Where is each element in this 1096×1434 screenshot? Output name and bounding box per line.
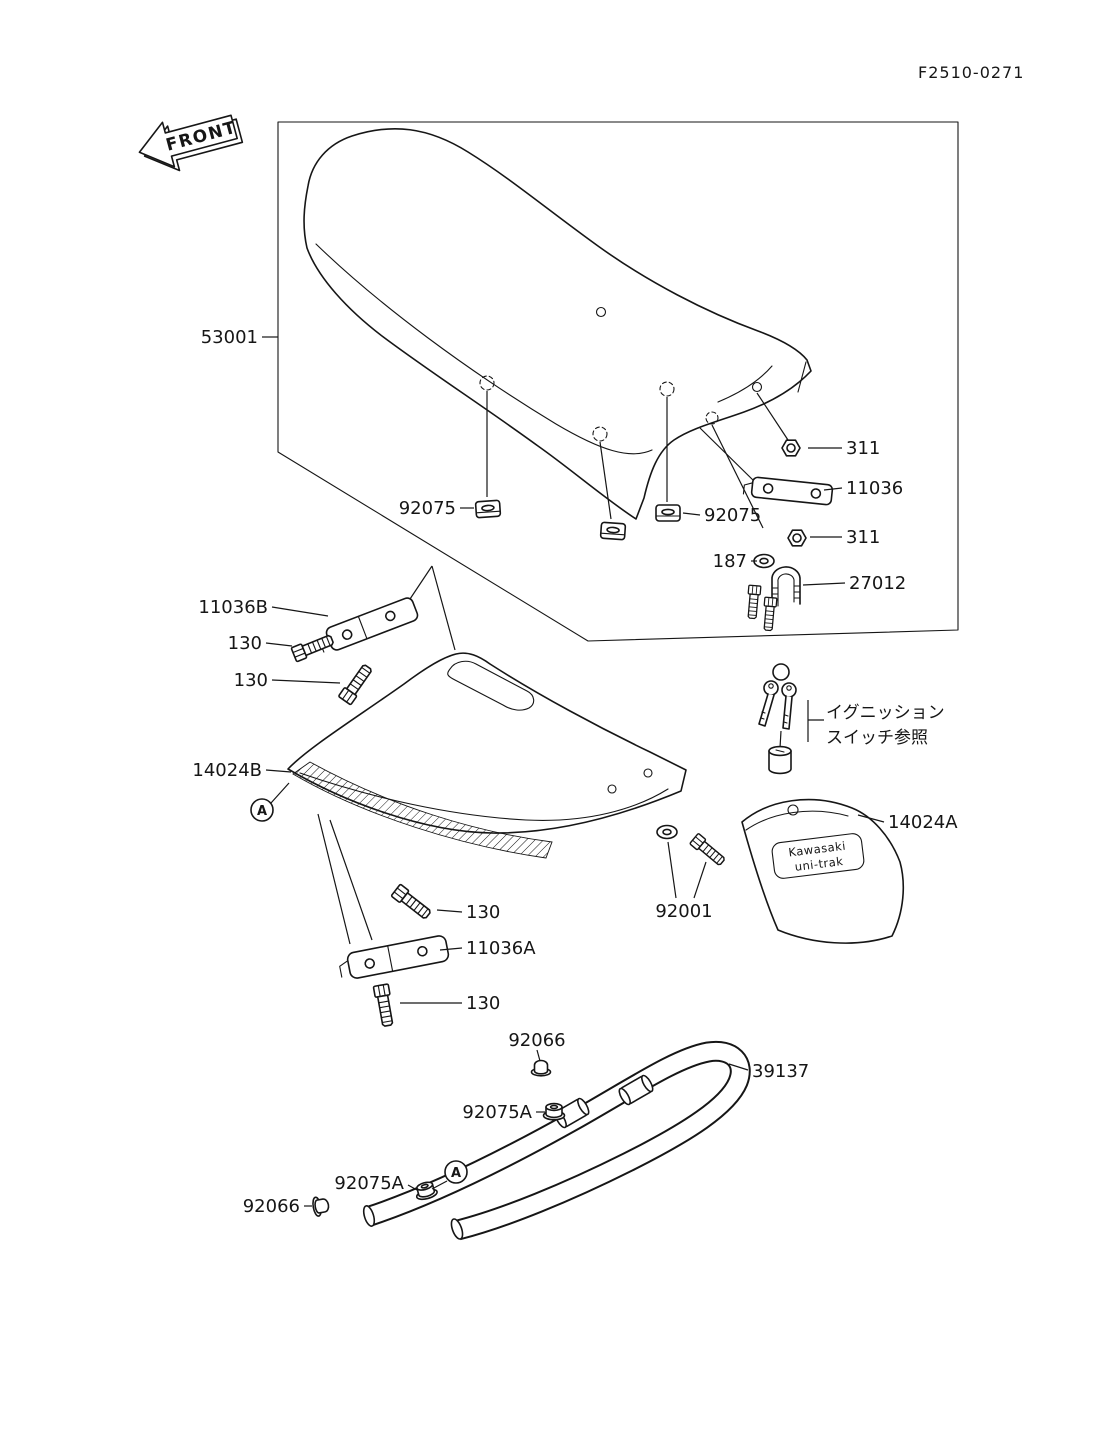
seat-illustration [303,128,812,520]
leader-ignition-note [807,700,824,742]
leader-keys-barrel [779,730,782,749]
cap-lower [310,1194,331,1218]
marker-a-upper: A [250,798,274,822]
leader-bracket-lower [317,813,373,945]
side-cover [287,652,687,859]
bolt-upper-a [290,631,336,663]
leader-damper-mid [599,441,612,520]
leader-marker-a-upper [270,782,290,804]
callout-cap-lower: 92066 [243,1196,300,1217]
ignition-keys [758,663,797,730]
ignition-note-line1: イグニッション [826,703,945,723]
nut-upper [781,439,801,457]
bolt-lower-a [390,883,434,922]
leader-cover-bolt [667,841,707,899]
callout-damper-rear: 92075 [704,505,761,526]
callout-bolt-upper-b: 130 [234,670,268,691]
marker-a-upper-label: A [257,804,267,819]
callout-center-cover: 14024A [888,812,958,833]
leader-grab-rail-label [728,1063,749,1071]
center-cover: Kawasaki uni-trak [741,798,905,944]
marker-a-lower-label: A [451,1166,461,1181]
stack-bolt-b [761,596,778,632]
seat-boundary-box [277,121,959,642]
callout-bracket-lower: 11036A [466,938,536,959]
leader-bolt-upper-b-label [271,679,341,684]
figure-number: F2510-0271 [918,63,1024,82]
leader-bracket-lower-label [439,947,463,951]
callout-cover-bolt: 92001 [655,901,712,922]
leader-hook-label [802,582,846,586]
leader-cap-upper-label [536,1049,541,1062]
callout-locknut-upper: 92075A [462,1102,532,1123]
kawasaki-badge: Kawasaki uni-trak [771,833,865,879]
damper-front [474,499,502,519]
callout-locknut-lower: 92075A [334,1173,404,1194]
stack-bolt-a [745,584,762,620]
callout-seat: 53001 [201,327,258,348]
marker-a-lower: A [444,1160,468,1184]
leader-locknut-lower-label [407,1184,418,1191]
badge-line1: Kawasaki [788,839,847,860]
front-arrow: FRONT [138,114,244,172]
ignition-barrel [768,745,792,775]
leader-seat-bracket-label [823,487,843,491]
callout-cap-upper: 92066 [508,1030,565,1051]
callout-bracket-upper: 11036B [198,597,268,618]
leader-bracket-upper-label [271,606,329,617]
cap-upper [530,1059,552,1077]
nut-lower [787,529,807,547]
callout-bolt-lower-b: 130 [466,993,500,1014]
ignition-note-line2: スイッチ参照 [826,728,928,748]
callout-hook: 27012 [849,573,906,594]
callout-washer: 187 [713,551,747,572]
leader-center-cover-label [857,814,885,823]
bracket-lower [339,935,450,979]
callout-damper-front: 92075 [399,498,456,519]
bolt-upper-b [337,661,376,706]
leader-damper-rear-label [682,512,701,516]
callout-grab-rail: 39137 [752,1061,809,1082]
leader-bolt-lower-a-label [436,909,463,913]
hook-27012 [771,566,801,609]
callout-bolt-upper-a: 130 [228,633,262,654]
seat-bracket [742,476,834,506]
callout-bolt-lower-a: 130 [466,902,500,923]
callout-seat-bracket: 11036 [846,478,903,499]
locknut-upper [542,1102,566,1121]
callout-nut-lower: 311 [846,527,880,548]
damper-mid [599,521,627,541]
callout-side-cover: 14024B [192,760,262,781]
leader-seat-bracket [699,427,758,485]
leader-marker-a-lower [431,1180,448,1190]
leader-side-cover-label [265,769,292,773]
cover-bolt-washer [656,824,678,840]
grab-rail [362,1040,751,1241]
leader-hook-stack [711,424,764,529]
cover-bolt [688,832,728,869]
bolt-lower-b [372,983,397,1028]
leader-bolt-upper-a-label [265,642,293,647]
damper-rear [655,504,681,522]
leader-nut-upper [756,392,789,441]
callout-nut-upper: 311 [846,438,880,459]
bracket-upper [319,597,419,653]
badge-line2: uni-trak [794,854,844,874]
